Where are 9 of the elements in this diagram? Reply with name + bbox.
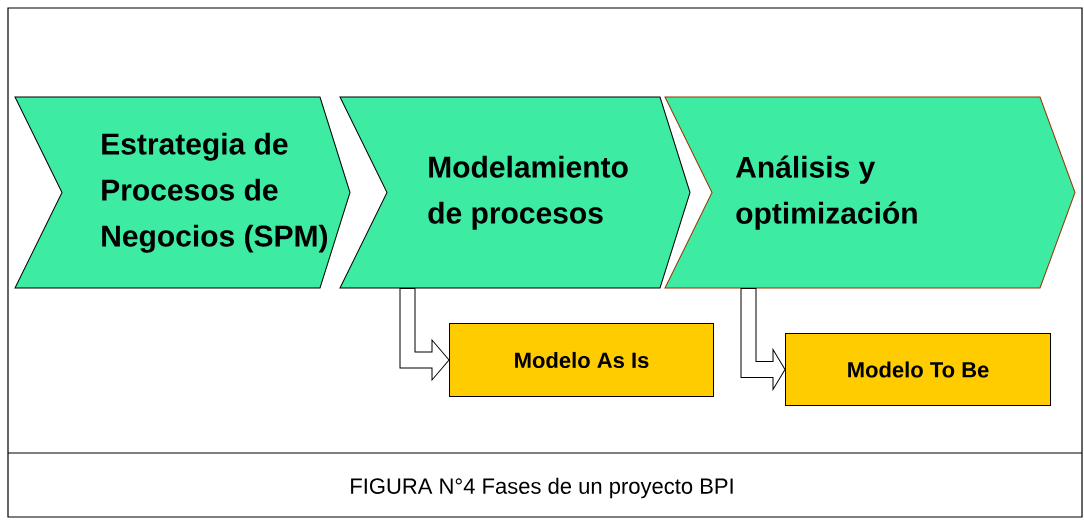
result-box: Modelo To Be <box>785 333 1051 406</box>
caption: FIGURA N°4 Fases de un proyecto BPI <box>351 477 733 499</box>
block-arrow <box>740 287 786 390</box>
block-arrow <box>399 287 450 381</box>
chevron-step: Análisis y optimización <box>664 96 1076 289</box>
chevron-step: Estrategia de Procesos de Negocios (SPM) <box>14 96 351 289</box>
node-label: Análisis y optimización <box>735 155 917 230</box>
chevron-step: Modelamiento de procesos <box>339 96 691 289</box>
result-box: Modelo As Is <box>449 323 714 397</box>
